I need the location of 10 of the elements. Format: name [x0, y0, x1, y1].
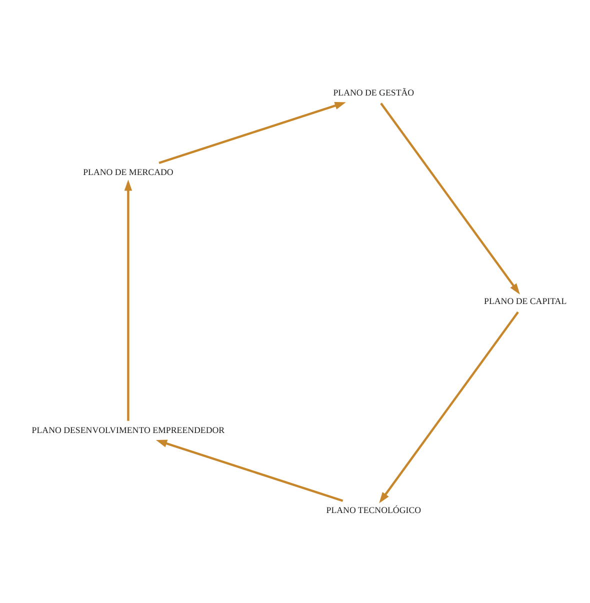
node-text: PLANO DE MERCADO — [83, 166, 174, 177]
arrow — [379, 310, 519, 503]
node-text: PLANO DESENVOLVIMENTO EMPREENDEDOR — [32, 424, 225, 435]
node-text: PLANO TECNOLÓGICO — [326, 504, 422, 514]
arrow — [124, 179, 132, 420]
arrow — [156, 439, 344, 502]
arrow — [380, 102, 520, 294]
arrow — [158, 101, 346, 164]
node-text: PLANO DE CAPITAL — [484, 296, 567, 306]
node-text: PLANO DE GESTÃO — [333, 86, 414, 97]
